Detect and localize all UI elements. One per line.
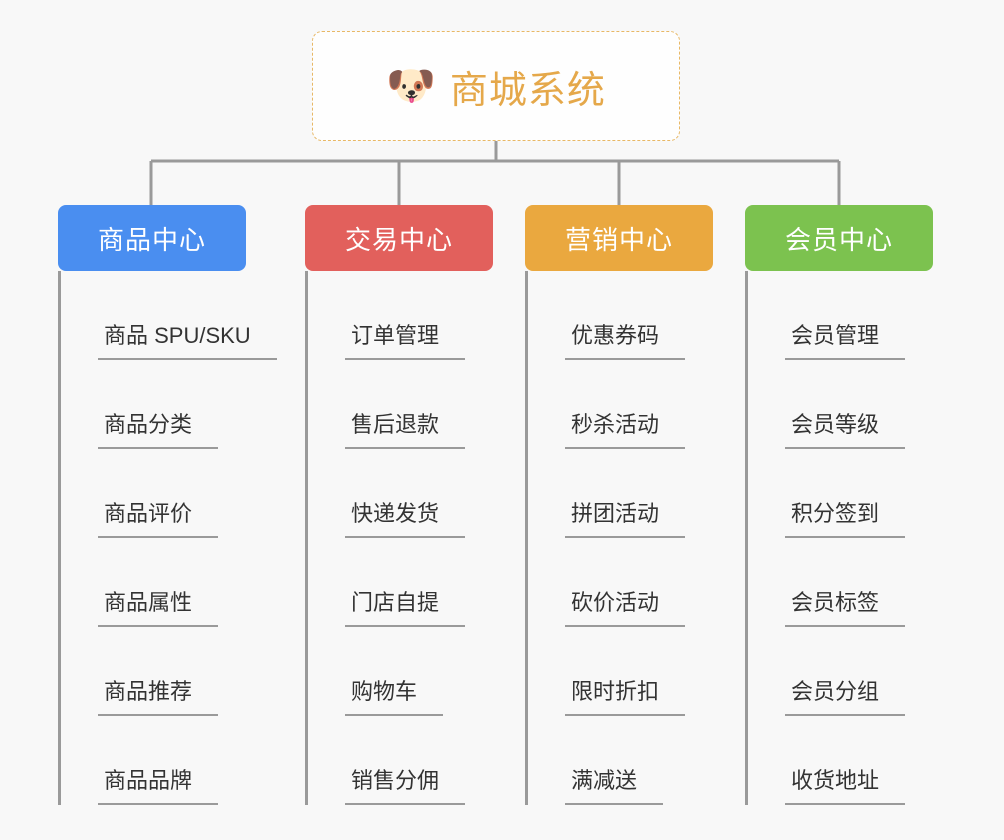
leaf-label: 售后退款 bbox=[351, 412, 440, 437]
list-item[interactable]: 拼团活动 bbox=[525, 449, 713, 538]
branch-spine-member-center bbox=[745, 271, 748, 805]
leaf-label: 商品 SPU/SKU bbox=[104, 323, 251, 348]
list-item[interactable]: 商品属性 bbox=[58, 538, 246, 627]
branch-header-label: 营销中心 bbox=[564, 224, 673, 255]
leaf-label: 限时折扣 bbox=[571, 679, 660, 704]
branch-header-trade-center[interactable]: 交易中心 bbox=[305, 205, 493, 271]
shiba-dog-face-icon: 🐶 bbox=[386, 64, 436, 108]
list-item[interactable]: 积分签到 bbox=[745, 449, 933, 538]
leaf-label: 秒杀活动 bbox=[571, 412, 660, 437]
leaf-label: 销售分佣 bbox=[351, 768, 440, 793]
list-item[interactable]: 满减送 bbox=[525, 716, 713, 805]
leaf-label: 商品品牌 bbox=[104, 768, 193, 793]
list-item[interactable]: 购物车 bbox=[305, 627, 493, 716]
branch-trade-center: 交易中心 订单管理 售后退款 快递发货 门店自提 购物车 销售分佣 bbox=[305, 205, 493, 805]
list-item[interactable]: 商品 SPU/SKU bbox=[58, 271, 277, 360]
list-item[interactable]: 秒杀活动 bbox=[525, 360, 713, 449]
leaf-label: 门店自提 bbox=[351, 590, 440, 615]
list-item[interactable]: 收货地址 bbox=[745, 716, 933, 805]
list-item[interactable]: 销售分佣 bbox=[305, 716, 493, 805]
leaf-label: 砍价活动 bbox=[571, 590, 660, 615]
leaf-label: 商品评价 bbox=[104, 501, 193, 526]
list-item[interactable]: 优惠券码 bbox=[525, 271, 713, 360]
branch-marketing-center: 营销中心 优惠券码 秒杀活动 拼团活动 砍价活动 限时折扣 满减送 bbox=[525, 205, 713, 805]
leaf-label: 优惠券码 bbox=[571, 323, 660, 348]
leaf-label: 积分签到 bbox=[791, 501, 880, 526]
branch-member-center: 会员中心 会员管理 会员等级 积分签到 会员标签 会员分组 收货地址 bbox=[745, 205, 933, 805]
branch-spine-trade-center bbox=[305, 271, 308, 805]
list-item[interactable]: 售后退款 bbox=[305, 360, 493, 449]
list-item[interactable]: 门店自提 bbox=[305, 538, 493, 627]
leaf-label: 收货地址 bbox=[791, 768, 880, 793]
leaf-list-member-center: 会员管理 会员等级 积分签到 会员标签 会员分组 收货地址 bbox=[745, 271, 933, 805]
list-item[interactable]: 会员等级 bbox=[745, 360, 933, 449]
branch-product-center: 商品中心 商品 SPU/SKU 商品分类 商品评价 商品属性 商品推荐 商品品牌 bbox=[58, 205, 277, 805]
leaf-label: 购物车 bbox=[351, 679, 418, 704]
root-title: 商城系统 bbox=[449, 69, 606, 112]
leaf-label: 商品分类 bbox=[104, 412, 193, 437]
list-item[interactable]: 会员管理 bbox=[745, 271, 933, 360]
list-item[interactable]: 砍价活动 bbox=[525, 538, 713, 627]
leaf-list-product-center: 商品 SPU/SKU 商品分类 商品评价 商品属性 商品推荐 商品品牌 bbox=[58, 271, 277, 805]
list-item[interactable]: 商品评价 bbox=[58, 449, 246, 538]
branch-header-member-center[interactable]: 会员中心 bbox=[745, 205, 933, 271]
list-item[interactable]: 订单管理 bbox=[305, 271, 493, 360]
branch-spine-marketing-center bbox=[525, 271, 528, 805]
branch-header-label: 商品中心 bbox=[97, 224, 206, 255]
leaf-label: 会员标签 bbox=[791, 590, 880, 615]
leaf-label: 会员管理 bbox=[791, 323, 880, 348]
leaf-label: 商品属性 bbox=[104, 590, 193, 615]
branch-spine-product-center bbox=[58, 271, 61, 805]
leaf-label: 满减送 bbox=[571, 768, 638, 793]
branch-header-marketing-center[interactable]: 营销中心 bbox=[525, 205, 713, 271]
root-node[interactable]: 🐶 商城系统 bbox=[312, 31, 680, 141]
branch-header-product-center[interactable]: 商品中心 bbox=[58, 205, 246, 271]
leaf-label: 会员分组 bbox=[791, 679, 880, 704]
list-item[interactable]: 商品推荐 bbox=[58, 627, 246, 716]
leaf-label: 拼团活动 bbox=[571, 501, 660, 526]
list-item[interactable]: 会员分组 bbox=[745, 627, 933, 716]
list-item[interactable]: 限时折扣 bbox=[525, 627, 713, 716]
list-item[interactable]: 会员标签 bbox=[745, 538, 933, 627]
list-item[interactable]: 快递发货 bbox=[305, 449, 493, 538]
leaf-label: 会员等级 bbox=[791, 412, 880, 437]
list-item[interactable]: 商品品牌 bbox=[58, 716, 246, 805]
leaf-label: 订单管理 bbox=[351, 323, 440, 348]
branch-header-label: 交易中心 bbox=[344, 224, 453, 255]
leaf-label: 商品推荐 bbox=[104, 679, 193, 704]
leaf-list-trade-center: 订单管理 售后退款 快递发货 门店自提 购物车 销售分佣 bbox=[305, 271, 493, 805]
leaf-label: 快递发货 bbox=[351, 501, 440, 526]
branch-header-label: 会员中心 bbox=[784, 224, 893, 255]
list-item[interactable]: 商品分类 bbox=[58, 360, 246, 449]
leaf-list-marketing-center: 优惠券码 秒杀活动 拼团活动 砍价活动 限时折扣 满减送 bbox=[525, 271, 713, 805]
